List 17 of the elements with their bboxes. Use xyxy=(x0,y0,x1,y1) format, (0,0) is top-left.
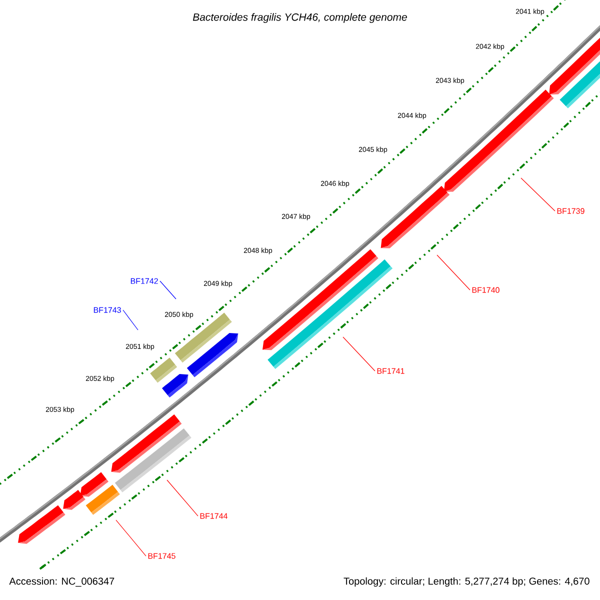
leader-line xyxy=(160,280,176,300)
gene-label: BF1742 xyxy=(130,278,158,284)
leader-line xyxy=(436,254,470,290)
leader-line xyxy=(166,480,198,516)
leader-line xyxy=(342,336,376,372)
gene-label: BF1739 xyxy=(557,208,584,214)
leader-line xyxy=(116,520,146,556)
gene-label: BF1745 xyxy=(148,553,176,559)
title: Bacteroides fragilis YCH46, complete genome xyxy=(192,13,407,23)
gene-label: BF1744 xyxy=(200,513,228,519)
genome-info-text: Topology: circular; Length: 5,277,274 bp; Genes: 4,670 xyxy=(344,577,590,587)
leader-line xyxy=(520,178,556,212)
accession-text: Accession: NC_006347 xyxy=(9,577,114,587)
leader-line xyxy=(122,310,138,330)
gene-label: BF1741 xyxy=(377,368,404,374)
gene-label: BF1743 xyxy=(94,307,121,313)
gene-label: BF1740 xyxy=(472,287,500,293)
